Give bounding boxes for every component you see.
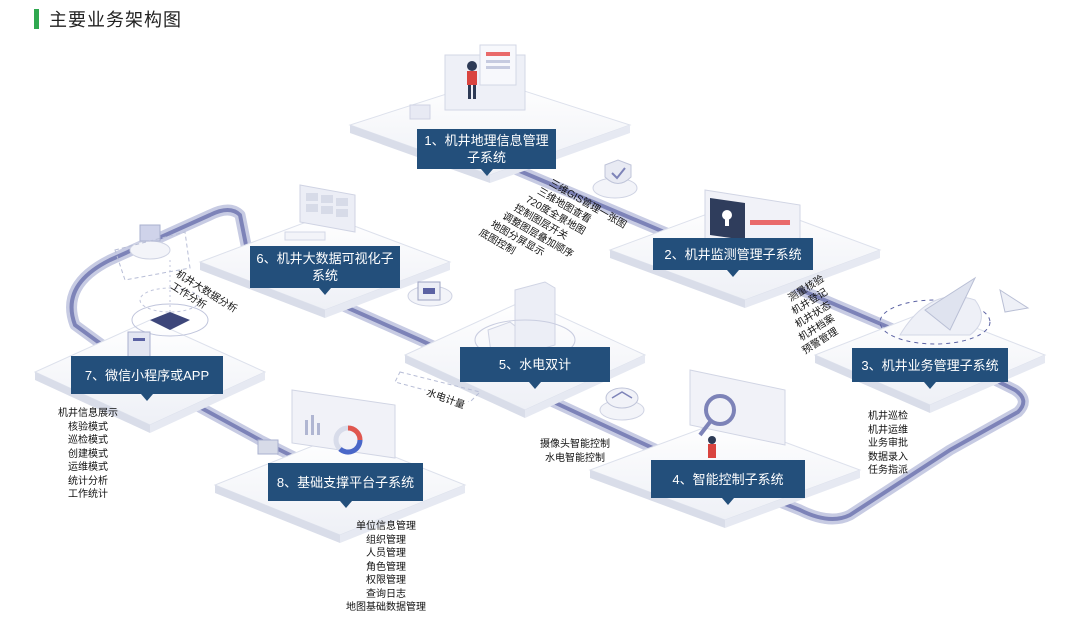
flow-track: [66, 144, 1029, 525]
list-item: 角色管理: [366, 561, 406, 573]
list-item: 创建模式: [68, 448, 108, 460]
subsystem-label-3: 3、机井业务管理子系统: [852, 348, 1008, 389]
list-item: 运维模式: [68, 462, 108, 473]
list-item: 巡检模式: [68, 435, 108, 446]
subsystem-label-6: 6、机井大数据可视化子系统: [250, 246, 400, 295]
list-item: 人员管理: [366, 548, 406, 559]
subsystem-label-5: 5、水电双计: [460, 347, 610, 389]
business-feature-list: 机井巡检 机井运维 业务审批 数据录入 任务指派: [868, 410, 908, 478]
platform-feature-list: 单位信息管理 组织管理 人员管理 角色管理 权限管理 查询日志 地图基础数据管理: [340, 520, 432, 615]
camera-dome-icon: [605, 387, 639, 409]
data-cube-icon: [131, 224, 209, 337]
subsystem-label-8: 8、基础支撑平台子系统: [268, 463, 423, 508]
paper-plane-icon: [879, 276, 1030, 345]
subsystem-label-2: 2、机井监测管理子系统: [653, 238, 813, 277]
list-item: 业务审批: [868, 438, 908, 449]
control-feature-list: 摄像头智能控制 水电智能控制: [540, 438, 610, 465]
phone-app-icon: [127, 331, 151, 359]
wave-meter-icon: [417, 281, 441, 301]
list-item: 地图基础数据管理: [346, 602, 426, 613]
donut-chart-icon: [333, 425, 363, 455]
list-item: 查询日志: [366, 588, 406, 600]
list-item: 机井巡检: [868, 411, 908, 422]
bar-chart-screen-icon: [257, 389, 396, 459]
dashed-connectors: [114, 231, 481, 403]
shield-icon: [604, 159, 632, 184]
title-accent-bar: [34, 9, 39, 29]
subsystem-label-7: 7、微信小程序或APP: [71, 356, 223, 401]
person-screen-icon: [409, 44, 526, 120]
list-item: 统计分析: [68, 475, 108, 487]
platform-8: [213, 434, 467, 543]
list-item: 单位信息管理: [356, 521, 416, 532]
list-item: 权限管理: [366, 575, 406, 586]
list-item: 核验模式: [68, 421, 108, 433]
grid-screen-icon: [284, 184, 356, 241]
app-feature-list: 机井信息展示 核验模式 巡检模式 创建模式 运维模式 统计分析 工作统计: [56, 407, 120, 502]
list-item: 组织管理: [366, 534, 406, 546]
list-item: 摄像头智能控制: [540, 439, 610, 450]
list-item: 机井信息展示: [58, 408, 118, 419]
list-item: 机井运维: [868, 424, 908, 436]
list-item: 任务指派: [868, 465, 908, 476]
list-item: 水电智能控制: [545, 452, 605, 464]
subsystem-label-1: 1、机井地理信息管理子系统: [417, 129, 556, 176]
list-item: 数据录入: [868, 451, 908, 463]
subsystem-label-4: 4、智能控制子系统: [651, 460, 805, 505]
page-header: 主要业务架构图: [34, 8, 182, 30]
list-item: 工作统计: [68, 489, 108, 500]
page-title: 主要业务架构图: [49, 10, 182, 30]
magnifier-person-icon: [689, 369, 786, 458]
